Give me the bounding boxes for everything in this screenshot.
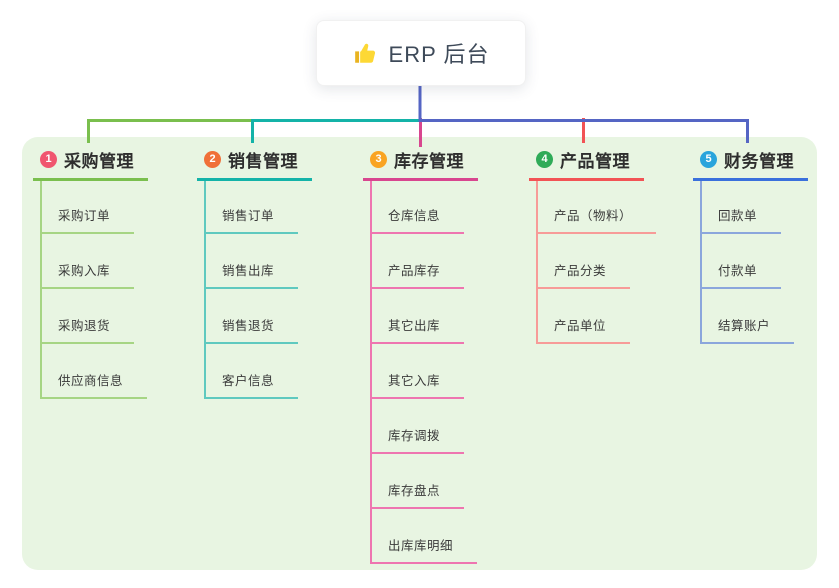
root-title: ERP 后台 <box>388 42 490 67</box>
branch-children: 采购订单 采购入库 采购退货 供应商信息 <box>40 181 148 399</box>
branch-header[interactable]: 2 销售管理 <box>197 147 312 181</box>
branch-header[interactable]: 1 采购管理 <box>33 147 148 181</box>
branch-title: 库存管理 <box>394 152 464 171</box>
branch-header[interactable]: 4 产品管理 <box>529 147 644 181</box>
child-node[interactable]: 其它出库 <box>372 289 465 344</box>
child-node[interactable]: 回款单 <box>702 181 782 234</box>
branch-children: 仓库信息 产品库存 其它出库 其它入库 库存调拨 库存盘点 出库库明细 <box>370 181 478 564</box>
branch-title: 产品管理 <box>560 152 630 171</box>
child-node[interactable]: 采购订单 <box>42 181 135 234</box>
child-node[interactable]: 采购入库 <box>42 234 135 289</box>
branch-number-badge: 4 <box>536 151 553 168</box>
branch-children: 回款单 付款单 结算账户 <box>700 181 808 344</box>
branch-children: 销售订单 销售出库 销售退货 客户信息 <box>204 181 312 399</box>
child-node[interactable]: 客户信息 <box>206 344 299 399</box>
child-node[interactable]: 供应商信息 <box>42 344 148 399</box>
child-node[interactable]: 产品单位 <box>538 289 631 344</box>
child-node[interactable]: 库存盘点 <box>372 454 465 509</box>
branches-panel <box>22 137 817 570</box>
child-node[interactable]: 仓库信息 <box>372 181 465 234</box>
branch-number-badge: 3 <box>370 151 387 168</box>
branch-number-badge: 2 <box>204 151 221 168</box>
branch-finance: 5 财务管理 回款单 付款单 结算账户 <box>693 147 808 344</box>
child-node[interactable]: 产品库存 <box>372 234 465 289</box>
child-node[interactable]: 产品（物料） <box>538 181 657 234</box>
child-node[interactable]: 付款单 <box>702 234 782 289</box>
branch-header[interactable]: 5 财务管理 <box>693 147 808 181</box>
child-node[interactable]: 采购退货 <box>42 289 135 344</box>
branch-title: 采购管理 <box>64 152 134 171</box>
child-node[interactable]: 结算账户 <box>702 289 795 344</box>
branch-procurement: 1 采购管理 采购订单 采购入库 采购退货 供应商信息 <box>33 147 148 399</box>
branch-sales: 2 销售管理 销售订单 销售出库 销售退货 客户信息 <box>197 147 312 399</box>
branch-number-badge: 5 <box>700 151 717 168</box>
branch-header[interactable]: 3 库存管理 <box>363 147 478 181</box>
child-node[interactable]: 其它入库 <box>372 344 465 399</box>
branch-children: 产品（物料） 产品分类 产品单位 <box>536 181 657 344</box>
branch-product: 4 产品管理 产品（物料） 产品分类 产品单位 <box>529 147 657 344</box>
child-node[interactable]: 销售退货 <box>206 289 299 344</box>
child-node[interactable]: 销售订单 <box>206 181 299 234</box>
child-node[interactable]: 库存调拨 <box>372 399 465 454</box>
child-node[interactable]: 销售出库 <box>206 234 299 289</box>
branch-title: 销售管理 <box>228 152 298 171</box>
branch-number-badge: 1 <box>40 151 57 168</box>
thumbs-up-icon <box>353 40 379 66</box>
child-node[interactable]: 出库库明细 <box>372 509 478 564</box>
child-node[interactable]: 产品分类 <box>538 234 631 289</box>
branch-inventory: 3 库存管理 仓库信息 产品库存 其它出库 其它入库 库存调拨 库存盘点 出库库… <box>363 147 478 564</box>
root-node[interactable]: ERP 后台 <box>316 20 526 86</box>
branch-title: 财务管理 <box>724 152 794 171</box>
